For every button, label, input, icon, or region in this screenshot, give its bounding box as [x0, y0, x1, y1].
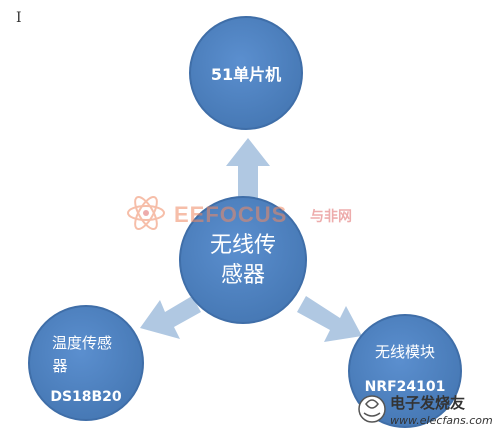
- watermark-eefocus: EEFOCUS 与非网: [127, 196, 352, 230]
- arrow-to-left: [140, 296, 201, 339]
- watermark-elecfans: 电子发烧友 www.elecfans.com: [358, 394, 493, 427]
- elecfans-logo-icon: [358, 395, 386, 423]
- node-center-line2: 感器: [221, 263, 265, 288]
- watermark-cn: 与非网: [310, 208, 352, 225]
- node-left-line3: DS18B20: [50, 389, 122, 405]
- node-top-label: 51单片机: [211, 65, 281, 84]
- arrow-to-top: [226, 138, 270, 200]
- node-left-line2: 器: [52, 357, 67, 375]
- text-cursor-icon: I: [16, 10, 22, 26]
- node-top: 51单片机: [189, 16, 303, 130]
- node-right-line2: NRF24101: [365, 379, 446, 395]
- watermark-brand: EEFOCUS: [174, 202, 287, 227]
- node-center: 无线传 感器: [179, 196, 307, 324]
- arrow-to-right: [297, 296, 362, 342]
- watermark-elecfans-url: www.elecfans.com: [390, 414, 493, 427]
- node-center-line1: 无线传: [210, 233, 276, 258]
- watermark-elecfans-cn: 电子发烧友: [390, 394, 465, 412]
- node-left-line1: 温度传感: [52, 334, 112, 352]
- node-right-line1: 无线模块: [375, 343, 435, 361]
- node-left: 温度传感 器 DS18B20: [28, 305, 144, 421]
- atom-logo-icon: [127, 196, 165, 230]
